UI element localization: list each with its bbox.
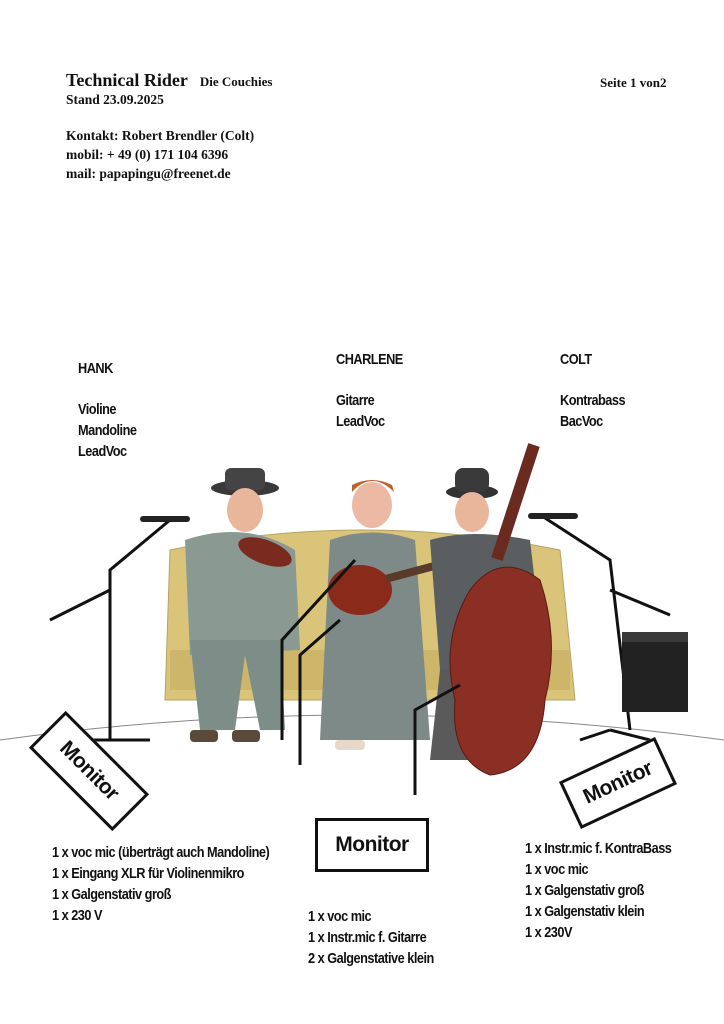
requirement-item: 1 x Instr.mic f. KontraBass [525, 840, 672, 857]
requirements-charlene: 1 x voc mic 1 x Instr.mic f. Gitarre 2 x… [308, 906, 434, 969]
monitor-label: Monitor [335, 833, 409, 856]
requirement-item: 1 x voc mic [525, 861, 589, 878]
stage-photo [0, 443, 724, 795]
musician-role: LeadVoc [78, 443, 127, 460]
requirement-item: 1 x Eingang XLR für Violinenmikro [52, 865, 244, 882]
mic [528, 513, 578, 519]
requirement-item: 1 x Galgenstativ klein [525, 903, 645, 920]
musician-role: Violine [78, 401, 117, 418]
musician-hank: HANK Violine Mandoline LeadVoc [78, 358, 137, 462]
musician-name: COLT [560, 351, 592, 368]
contact-mobile: mobil: + 49 (0) 171 104 6396 [66, 147, 229, 162]
musician-role: BacVoc [560, 413, 603, 430]
musician-name: CHARLENE [336, 351, 403, 368]
header-title-line: Technical Rider Die Couchies [66, 70, 272, 91]
requirement-item: 1 x 230V [525, 924, 572, 941]
contact-block: Kontakt: Robert Brendler (Colt) mobil: +… [66, 126, 254, 183]
band-name: Die Couchies [199, 74, 273, 89]
musician-charlene-figure [320, 480, 446, 750]
requirement-item: 1 x Instr.mic f. Gitarre [308, 929, 427, 946]
requirement-item: 1 x 230 V [52, 907, 103, 924]
musician-role: Mandoline [78, 422, 137, 439]
musician-role: LeadVoc [336, 413, 385, 430]
requirements-colt: 1 x Instr.mic f. KontraBass 1 x voc mic … [525, 838, 672, 943]
requirements-hank: 1 x voc mic (überträgt auch Mandoline) 1… [52, 842, 270, 926]
contact-mail: mail: papapingu@freenet.de [66, 166, 231, 181]
musician-name: HANK [78, 360, 113, 377]
document-title: Technical Rider [66, 70, 188, 90]
monitor-center: Monitor [315, 818, 429, 872]
contact-name: Kontakt: Robert Brendler (Colt) [66, 128, 255, 143]
requirement-item: 1 x voc mic (überträgt auch Mandoline) [52, 844, 270, 861]
musician-colt: COLT Kontrabass BacVoc [560, 349, 626, 432]
requirement-item: 1 x voc mic [308, 908, 372, 925]
musician-role: Kontrabass [560, 392, 626, 409]
amp-speaker [622, 632, 688, 712]
musician-hank-figure [185, 468, 300, 742]
musician-role: Gitarre [336, 392, 375, 409]
document-date: Stand 23.09.2025 [66, 92, 164, 107]
page-number: Seite 1 von2 [600, 75, 667, 90]
double-bass [449, 443, 552, 776]
requirement-item: 1 x Galgenstativ groß [525, 882, 644, 899]
requirement-item: 2 x Galgenstative klein [308, 950, 434, 967]
mic [140, 516, 190, 522]
requirement-item: 1 x Galgenstativ groß [52, 886, 171, 903]
musician-charlene: CHARLENE Gitarre LeadVoc [336, 349, 403, 432]
